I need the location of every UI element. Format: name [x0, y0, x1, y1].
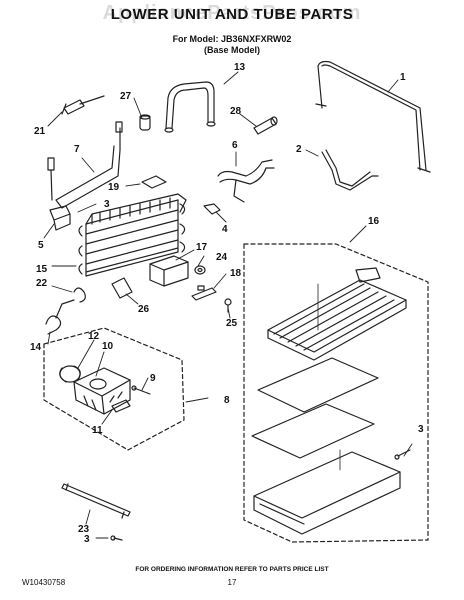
part-6-drain-tube — [217, 159, 275, 203]
part-4-clip — [203, 203, 221, 215]
callout-6: 6 — [232, 140, 238, 151]
callout-28: 28 — [230, 106, 242, 117]
callout-4: 4 — [222, 224, 228, 235]
page-number: 17 — [227, 578, 237, 587]
part-18-bracket — [191, 285, 217, 301]
callout-8: 8 — [224, 395, 230, 406]
insulation-pads — [251, 357, 379, 459]
callout-9: 9 — [150, 373, 156, 384]
callout-labels: 1 2 3 3 3 4 5 6 7 8 9 10 11 12 13 14 15 … — [30, 62, 424, 545]
callout-21: 21 — [34, 126, 46, 137]
callout-1: 1 — [400, 72, 406, 83]
callout-3-b: 3 — [418, 424, 424, 435]
callout-17: 17 — [196, 242, 208, 253]
part-5-bracket — [49, 205, 71, 231]
part-1-tube — [315, 60, 431, 173]
callout-19: 19 — [108, 182, 120, 193]
part-24-grommet — [194, 265, 206, 275]
callout-27: 27 — [120, 91, 132, 102]
callout-24: 24 — [216, 252, 228, 263]
base-model-line: (Base Model) — [203, 45, 260, 55]
part-19-tag — [141, 175, 167, 189]
diagram-title: LOWER UNIT AND TUBE PARTS — [110, 6, 354, 23]
part-22-clip — [73, 287, 86, 303]
fan-assembly-box — [43, 327, 185, 451]
part-13-tube — [164, 81, 216, 133]
part-10-fan-housing — [73, 367, 131, 415]
part-23-strip — [61, 483, 131, 519]
callout-13: 13 — [234, 62, 246, 73]
drain-pan-box — [243, 243, 429, 543]
ordering-note: FOR ORDERING INFORMATION REFER TO PARTS … — [135, 566, 329, 573]
part-2-tube — [321, 149, 379, 191]
callout-23: 23 — [78, 524, 90, 535]
part-26-pad — [111, 277, 133, 299]
part-11-bracket — [111, 399, 131, 413]
callout-11: 11 — [92, 425, 103, 436]
leader-lines — [43, 71, 413, 539]
callout-12: 12 — [88, 331, 100, 342]
part-14-wire-clip — [45, 299, 75, 335]
bottom-screw — [110, 535, 123, 541]
condenser-grille — [267, 267, 407, 361]
callout-10: 10 — [102, 341, 114, 352]
callout-18: 18 — [230, 268, 242, 279]
document-id: W10430758 — [22, 578, 66, 587]
callout-26: 26 — [138, 304, 150, 315]
callout-3-a: 3 — [104, 199, 110, 210]
callout-22: 22 — [36, 278, 48, 289]
pan-screw — [394, 449, 411, 460]
callout-7: 7 — [74, 144, 80, 155]
callout-15: 15 — [36, 264, 48, 275]
part-28-insulation — [253, 116, 278, 135]
callout-25: 25 — [226, 318, 238, 329]
model-line: For Model: JB36NXFXRW02 — [172, 34, 292, 44]
callout-5: 5 — [38, 240, 44, 251]
callout-16: 16 — [368, 216, 380, 227]
part-27-cap — [139, 114, 151, 131]
evaporator-coil — [78, 193, 187, 277]
part-9-shaft — [131, 385, 151, 395]
callout-3-c: 3 — [84, 534, 90, 545]
part-17-bracket — [149, 255, 189, 287]
callout-2: 2 — [296, 144, 302, 155]
part-21-connector — [61, 95, 105, 115]
part-12-fan-blade — [59, 365, 81, 383]
callout-14: 14 — [30, 342, 42, 353]
drain-pan — [253, 449, 401, 535]
part-7-harness — [47, 121, 123, 209]
